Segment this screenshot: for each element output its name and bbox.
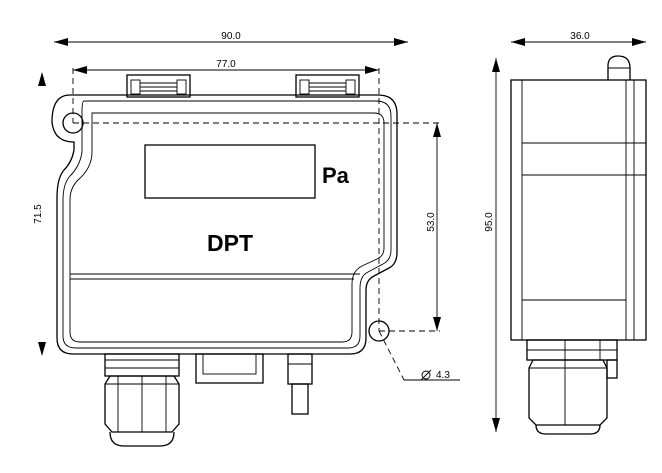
front-view: Pa DPT	[51, 68, 460, 447]
housing-inner-outline	[62, 100, 392, 349]
pressure-port-left	[126, 74, 191, 98]
connector-block	[195, 353, 264, 384]
svg-text:71.5: 71.5	[33, 204, 44, 224]
svg-text:53.0: 53.0	[426, 212, 437, 232]
bottom-nozzle	[287, 353, 313, 415]
dimension-hole-diameter: 4.3	[420, 369, 450, 381]
svg-text:90.0: 90.0	[221, 31, 241, 42]
display-window	[144, 144, 316, 199]
side-view	[510, 55, 647, 435]
housing-outline	[51, 94, 398, 355]
svg-text:77.0: 77.0	[216, 59, 236, 70]
dimension-overall-height: 71.5	[33, 72, 46, 356]
lid-edge	[69, 112, 385, 343]
cable-gland	[104, 353, 180, 447]
pressure-port-right	[295, 74, 360, 98]
product-label: DPT	[207, 230, 253, 256]
dimension-overall-width: 90.0	[54, 31, 408, 46]
dimension-side-depth: 36.0	[511, 31, 646, 46]
dimension-side-height: 95.0	[484, 58, 500, 432]
dimension-hole-spacing: 53.0	[426, 123, 441, 331]
dimension-port-spacing: 77.0	[73, 59, 379, 74]
unit-label: Pa	[322, 163, 350, 188]
svg-text:4.3: 4.3	[436, 370, 450, 381]
svg-text:36.0: 36.0	[570, 31, 590, 42]
svg-text:95.0: 95.0	[484, 212, 495, 232]
